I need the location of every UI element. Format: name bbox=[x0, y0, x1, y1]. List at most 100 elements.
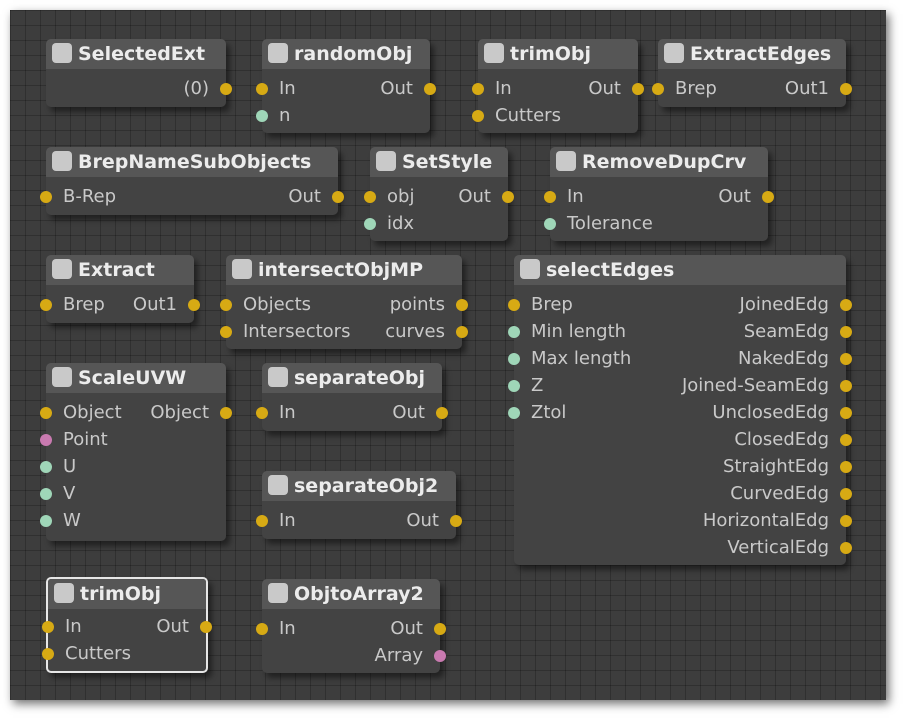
input-pin-icon[interactable] bbox=[364, 191, 376, 203]
input-pin-icon[interactable] bbox=[40, 191, 52, 203]
input-pin-icon[interactable] bbox=[544, 218, 556, 230]
input-pin-icon[interactable] bbox=[40, 515, 52, 527]
node-header[interactable]: randomObj bbox=[262, 39, 430, 69]
output-pin-icon[interactable] bbox=[220, 407, 232, 419]
input-pin-icon[interactable] bbox=[220, 326, 232, 338]
node-header[interactable]: Extract bbox=[46, 255, 194, 285]
input-pin-icon[interactable] bbox=[508, 407, 520, 419]
input-pin-icon[interactable] bbox=[256, 407, 268, 419]
node-header[interactable]: RemoveDupCrv bbox=[550, 147, 768, 177]
input-pin-icon[interactable] bbox=[256, 110, 268, 122]
input-pin-icon[interactable] bbox=[508, 326, 520, 338]
output-pin-icon[interactable] bbox=[840, 380, 852, 392]
output-pin-icon[interactable] bbox=[840, 326, 852, 338]
input-pin-icon[interactable] bbox=[40, 461, 52, 473]
output-pin-icon[interactable] bbox=[188, 299, 200, 311]
node-enable-checkbox[interactable] bbox=[232, 259, 252, 279]
output-pin-icon[interactable] bbox=[450, 515, 462, 527]
output-pin-icon[interactable] bbox=[434, 623, 446, 635]
node-enable-checkbox[interactable] bbox=[664, 43, 684, 63]
node-enable-checkbox[interactable] bbox=[52, 367, 72, 387]
input-pin-icon[interactable] bbox=[544, 191, 556, 203]
output-pin-icon[interactable] bbox=[840, 434, 852, 446]
node-header[interactable]: separateObj bbox=[262, 363, 442, 393]
node-enable-checkbox[interactable] bbox=[268, 367, 288, 387]
output-pin-icon[interactable] bbox=[436, 407, 448, 419]
output-pin-icon[interactable] bbox=[200, 621, 212, 633]
node-enable-checkbox[interactable] bbox=[54, 583, 74, 603]
output-pin-icon[interactable] bbox=[762, 191, 774, 203]
input-pin-icon[interactable] bbox=[40, 434, 52, 446]
node-enable-checkbox[interactable] bbox=[556, 151, 576, 171]
node-header[interactable]: ExtractEdges bbox=[658, 39, 846, 69]
input-pin-icon[interactable] bbox=[508, 299, 520, 311]
output-pin-icon[interactable] bbox=[424, 83, 436, 95]
output-pin-icon[interactable] bbox=[456, 326, 468, 338]
output-pin-icon[interactable] bbox=[502, 191, 514, 203]
node-header[interactable]: trimObj bbox=[48, 579, 206, 609]
output-pin-icon[interactable] bbox=[840, 488, 852, 500]
input-pin-icon[interactable] bbox=[472, 83, 484, 95]
node-header[interactable]: intersectObjMP bbox=[226, 255, 462, 285]
output-pin-icon[interactable] bbox=[456, 299, 468, 311]
output-pin-icon[interactable] bbox=[840, 407, 852, 419]
input-pin-icon[interactable] bbox=[256, 83, 268, 95]
node-header[interactable]: ScaleUVW bbox=[46, 363, 226, 393]
output-pin-icon[interactable] bbox=[840, 299, 852, 311]
output-pin-icon[interactable] bbox=[332, 191, 344, 203]
output-pin-icon[interactable] bbox=[632, 83, 644, 95]
input-pin-icon[interactable] bbox=[40, 299, 52, 311]
input-pin-icon[interactable] bbox=[256, 623, 268, 635]
input-pin-icon[interactable] bbox=[42, 648, 54, 660]
input-pin-icon[interactable] bbox=[220, 299, 232, 311]
output-pin-icon[interactable] bbox=[840, 515, 852, 527]
output-pin-icon[interactable] bbox=[840, 461, 852, 473]
input-pin-icon[interactable] bbox=[364, 218, 376, 230]
node-enable-checkbox[interactable] bbox=[52, 43, 72, 63]
node-header[interactable]: SelectedExt bbox=[46, 39, 226, 69]
node-SelectedExt[interactable]: SelectedExt(0) bbox=[46, 39, 232, 107]
output-pin-icon[interactable] bbox=[840, 542, 852, 554]
node-enable-checkbox[interactable] bbox=[268, 43, 288, 63]
input-pin-icon[interactable] bbox=[472, 110, 484, 122]
input-pin-icon[interactable] bbox=[508, 353, 520, 365]
output-pin-icon[interactable] bbox=[840, 83, 852, 95]
output-pin-icon[interactable] bbox=[220, 83, 232, 95]
node-enable-checkbox[interactable] bbox=[268, 475, 288, 495]
input-pin-icon[interactable] bbox=[652, 83, 664, 95]
input-pin-icon[interactable] bbox=[40, 407, 52, 419]
node-enable-checkbox[interactable] bbox=[52, 259, 72, 279]
input-pin-icon[interactable] bbox=[256, 515, 268, 527]
node-enable-checkbox[interactable] bbox=[520, 259, 540, 279]
input-pin-icon[interactable] bbox=[42, 621, 54, 633]
input-pin-icon[interactable] bbox=[508, 380, 520, 392]
node-header[interactable]: BrepNameSubObjects bbox=[46, 147, 338, 177]
node-header[interactable]: trimObj bbox=[478, 39, 638, 69]
node-header[interactable]: ObjtoArray2 bbox=[262, 579, 440, 609]
node-header[interactable]: SetStyle bbox=[370, 147, 508, 177]
node-enable-checkbox[interactable] bbox=[52, 151, 72, 171]
node-header[interactable]: selectEdges bbox=[514, 255, 846, 285]
output-pin-icon[interactable] bbox=[434, 650, 446, 662]
node-enable-checkbox[interactable] bbox=[484, 43, 504, 63]
output-pin-icon[interactable] bbox=[840, 353, 852, 365]
node-enable-checkbox[interactable] bbox=[376, 151, 396, 171]
node-header[interactable]: separateObj2 bbox=[262, 471, 456, 501]
node-enable-checkbox[interactable] bbox=[268, 583, 288, 603]
input-pin-icon[interactable] bbox=[40, 488, 52, 500]
